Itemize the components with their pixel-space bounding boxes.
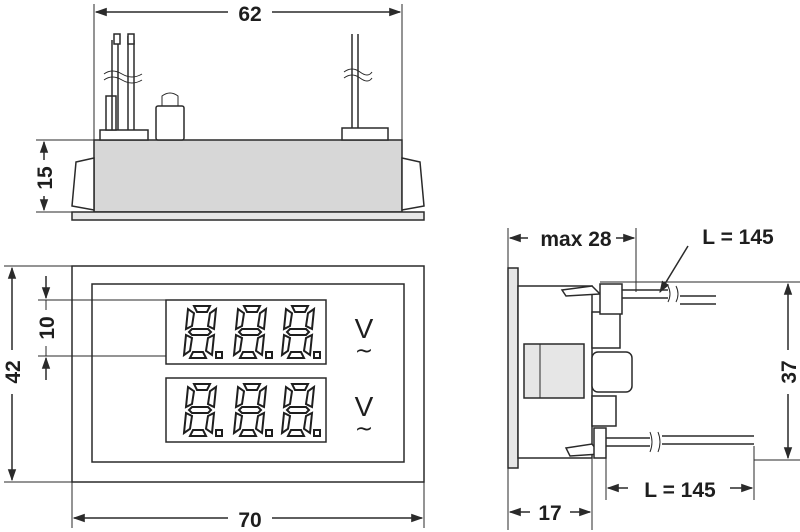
- dim-wire-length-top-label: L = 145: [702, 226, 774, 249]
- digit-segment: [192, 383, 212, 391]
- digit-segment: [234, 307, 246, 331]
- digit-segment: [282, 307, 294, 331]
- dim-side-depth-max-label: max 28: [540, 228, 612, 251]
- digit-segment: [304, 306, 316, 331]
- digit-segment: [206, 384, 218, 409]
- digit-segment: [302, 333, 314, 357]
- digit-segment: [182, 333, 194, 358]
- dim-side-depth-label: 17: [538, 502, 561, 525]
- digit-segment: [280, 333, 292, 358]
- dim-wire-length-bottom-label: L = 145: [644, 479, 716, 502]
- decimal-point: [265, 429, 273, 437]
- top-view: 62 15: [30, 0, 425, 221]
- digit-segment: [302, 411, 314, 435]
- side-flange: [507, 267, 519, 469]
- top-component: [155, 105, 185, 141]
- top-body: [93, 139, 403, 213]
- digit-segment: [304, 384, 316, 409]
- digit-segment: [238, 429, 258, 437]
- ac-symbol-bottom: ~: [355, 417, 373, 442]
- dim-top-width-label: 62: [238, 3, 261, 26]
- digit-segment: [280, 411, 292, 436]
- digit-segment: [285, 328, 311, 336]
- side-view: max 28 L = 145 37 17 L = 145: [507, 226, 800, 530]
- digit-segment: [237, 328, 263, 336]
- digit-segment: [188, 429, 208, 437]
- dim-front-height-label: 42: [2, 360, 25, 383]
- digit-segment: [206, 306, 218, 331]
- dim-digit-height-label: 10: [36, 316, 59, 339]
- ac-symbol-top: ~: [355, 339, 373, 364]
- digit-segment: [290, 305, 310, 313]
- dim-front-width-label: 70: [238, 509, 261, 532]
- digits-bottom: [182, 383, 321, 437]
- digit-segment: [286, 429, 306, 437]
- right-clip: [401, 157, 425, 211]
- dim-side-height-label: 37: [778, 360, 800, 383]
- dim-top-height-label: 15: [34, 166, 57, 190]
- digit-segment: [204, 411, 216, 435]
- unit-bottom-label: V: [355, 391, 374, 422]
- digit-segment: [242, 383, 262, 391]
- front-view: V ~ V ~ 42 10 70: [0, 265, 425, 532]
- digits-top: [182, 305, 321, 359]
- digit-segment: [184, 385, 196, 409]
- digit-segment: [192, 305, 212, 313]
- digit-segment: [188, 351, 208, 359]
- unit-top-label: V: [355, 313, 374, 344]
- left-clip: [71, 157, 95, 211]
- digit-segment: [187, 328, 213, 336]
- digit-segment: [286, 351, 306, 359]
- digit-segment: [182, 411, 194, 436]
- digit-segment: [184, 307, 196, 331]
- top-bezel: [71, 211, 425, 221]
- digit-segment: [187, 406, 213, 414]
- digit-segment: [256, 384, 268, 409]
- digit-segment: [254, 411, 266, 435]
- side-connector: [523, 343, 585, 399]
- digit-segment: [282, 385, 294, 409]
- decimal-point: [313, 351, 321, 359]
- digit-segment: [254, 333, 266, 357]
- digit-segment: [232, 411, 244, 436]
- digit-segment: [234, 385, 246, 409]
- digit-segment: [237, 406, 263, 414]
- digit-segment: [238, 351, 258, 359]
- decimal-point: [215, 351, 223, 359]
- digit-segment: [290, 383, 310, 391]
- digit-segment: [256, 306, 268, 331]
- digit-segment: [232, 333, 244, 358]
- digit-segment: [242, 305, 262, 313]
- wire-leader-top: [659, 245, 689, 294]
- digit-segment: [285, 406, 311, 414]
- decimal-point: [313, 429, 321, 437]
- digit-segment: [204, 333, 216, 357]
- decimal-point: [265, 351, 273, 359]
- decimal-point: [215, 429, 223, 437]
